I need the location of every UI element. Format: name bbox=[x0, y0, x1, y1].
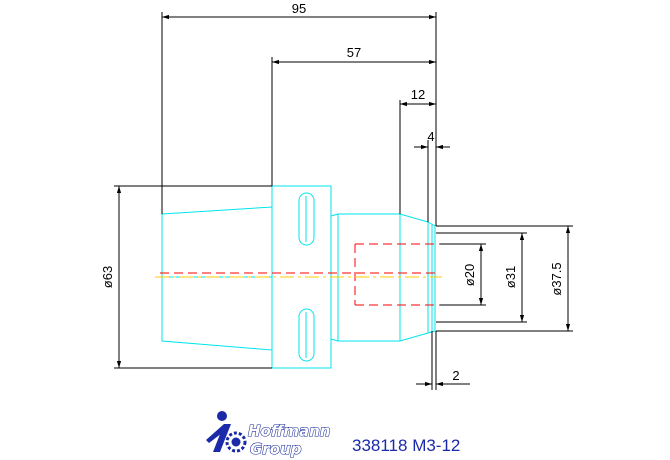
dim-dia20-label: ø20 bbox=[462, 264, 477, 286]
dim-dia63-label: ø63 bbox=[100, 266, 115, 288]
dimension-lines bbox=[114, 12, 573, 390]
lower-slot bbox=[298, 308, 315, 362]
dim-2-label: 2 bbox=[452, 368, 459, 383]
chuck-body bbox=[330, 213, 429, 342]
logo-figure-icon bbox=[206, 411, 231, 452]
logo-line1: Hoffmann bbox=[248, 422, 330, 440]
part-number: 338118 M3-12 bbox=[352, 436, 461, 455]
upper-slot bbox=[298, 192, 315, 246]
dim-4-label: 4 bbox=[427, 129, 434, 144]
hoffmann-group-logo: Hoffmann Group bbox=[206, 411, 331, 459]
dim-12-label: 12 bbox=[411, 87, 425, 102]
logo-line2: Group bbox=[250, 440, 302, 458]
dim-57-label: 57 bbox=[347, 45, 361, 60]
dim-dia37-5-label: ø37.5 bbox=[549, 262, 564, 295]
logo-gear-icon bbox=[225, 431, 247, 453]
dim-dia31-label: ø31 bbox=[503, 266, 518, 288]
dim-95-label: 95 bbox=[292, 1, 306, 16]
hidden-lines bbox=[160, 243, 440, 306]
shank-body bbox=[161, 206, 273, 351]
